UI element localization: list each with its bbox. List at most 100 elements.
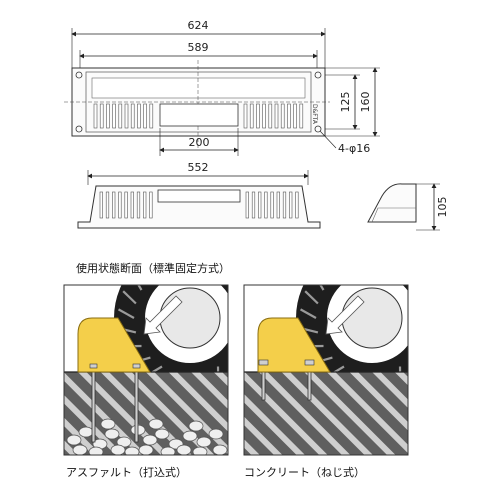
arrow-icon	[325, 295, 365, 335]
gravel-stone	[208, 428, 224, 440]
gravel-stone	[142, 434, 158, 446]
gravel-stone	[110, 444, 126, 455]
rib	[93, 103, 98, 129]
rib	[112, 103, 116, 129]
rib	[280, 103, 285, 129]
tread-line	[426, 304, 443, 308]
spike-left	[91, 363, 96, 443]
tread-line	[400, 260, 415, 269]
hole-icon	[75, 71, 83, 79]
caption-asphalt: アスファルト（打込式）	[66, 465, 187, 479]
rib	[249, 103, 254, 129]
tread-line	[230, 274, 247, 279]
gravel-stone	[192, 446, 208, 455]
rib	[143, 103, 147, 129]
spike-right	[134, 363, 139, 443]
gravel-stone	[124, 446, 140, 455]
dim-125-label: 125	[339, 92, 352, 113]
tread-line	[319, 285, 325, 291]
tread-line	[117, 308, 135, 319]
side-rib	[245, 191, 249, 219]
gravel-stone	[160, 446, 176, 455]
tread-line	[426, 332, 439, 344]
dim-200-label: 200	[189, 136, 210, 149]
gravel-stone	[154, 428, 170, 440]
top-ribs-right	[243, 103, 304, 129]
gravel-stone	[212, 444, 228, 455]
top-ribs-left	[93, 103, 154, 129]
tread-line	[328, 261, 333, 278]
rib	[299, 103, 304, 129]
top-view: 624 589 D&FTA 200	[64, 19, 380, 156]
end-body-outline	[367, 183, 417, 223]
concrete-ground	[244, 372, 408, 455]
gravel-stone	[104, 428, 120, 440]
side-rib	[276, 191, 280, 219]
gravel-stone	[72, 444, 88, 455]
tread-line	[299, 308, 317, 319]
tread-line	[137, 285, 143, 291]
tread-line	[412, 274, 429, 279]
side-rib	[124, 191, 128, 219]
tread-line	[412, 358, 417, 375]
tread-line	[122, 290, 137, 305]
rib	[137, 103, 141, 129]
dim-589-label: 589	[188, 41, 209, 54]
stopper-block-asphalt	[77, 317, 151, 373]
side-ribs-left	[99, 191, 153, 219]
hole-icon	[314, 125, 322, 133]
center-window	[159, 103, 239, 127]
side-rib	[130, 191, 134, 219]
hole-icon	[75, 125, 83, 133]
gravel-stone	[78, 426, 94, 438]
rib	[274, 103, 279, 129]
dim-105-label: 105	[436, 197, 449, 218]
rib	[124, 103, 129, 129]
rib	[256, 103, 260, 129]
side-view: 552	[77, 161, 321, 229]
rib	[106, 103, 110, 129]
side-rib	[149, 191, 153, 219]
tread-line	[386, 251, 398, 264]
side-rib	[99, 191, 103, 219]
gravel-stone	[138, 444, 154, 455]
side-window	[157, 189, 241, 203]
side-rib	[270, 191, 274, 219]
concrete-panel	[244, 247, 443, 455]
gravel-stone	[148, 418, 164, 430]
side-rib	[251, 191, 256, 219]
tread-line	[230, 358, 235, 375]
side-rib	[264, 191, 268, 219]
side-rib	[136, 191, 141, 219]
rib	[99, 103, 104, 129]
side-rib	[105, 191, 110, 219]
tread-line	[190, 247, 199, 262]
side-ribs-right	[245, 191, 299, 219]
side-rib	[295, 191, 299, 219]
tread-line	[372, 247, 381, 262]
rib	[262, 103, 266, 129]
rib	[268, 103, 273, 129]
stopper-block-concrete	[257, 317, 331, 373]
gravel-stone	[176, 444, 192, 455]
rib	[243, 103, 248, 129]
dim-160-label: 160	[359, 92, 372, 113]
caption-concrete: コンクリート（ねじ式）	[244, 466, 365, 479]
rib	[130, 103, 135, 129]
gravel-stone	[88, 446, 104, 455]
gravel-stone	[188, 420, 204, 432]
tread-line	[420, 346, 429, 361]
dim-552-label: 552	[188, 161, 209, 174]
rib	[293, 103, 297, 129]
gravel-stone	[66, 434, 82, 446]
dim-624-label: 624	[188, 19, 209, 32]
gravel-stone	[182, 430, 198, 442]
side-rib	[143, 191, 147, 219]
hole-spec-label: 4-φ16	[338, 142, 370, 155]
hole-icon	[314, 71, 322, 79]
tread-line	[304, 290, 319, 305]
side-rib	[118, 191, 122, 219]
end-view: 105	[367, 183, 449, 231]
side-rib	[282, 191, 287, 219]
